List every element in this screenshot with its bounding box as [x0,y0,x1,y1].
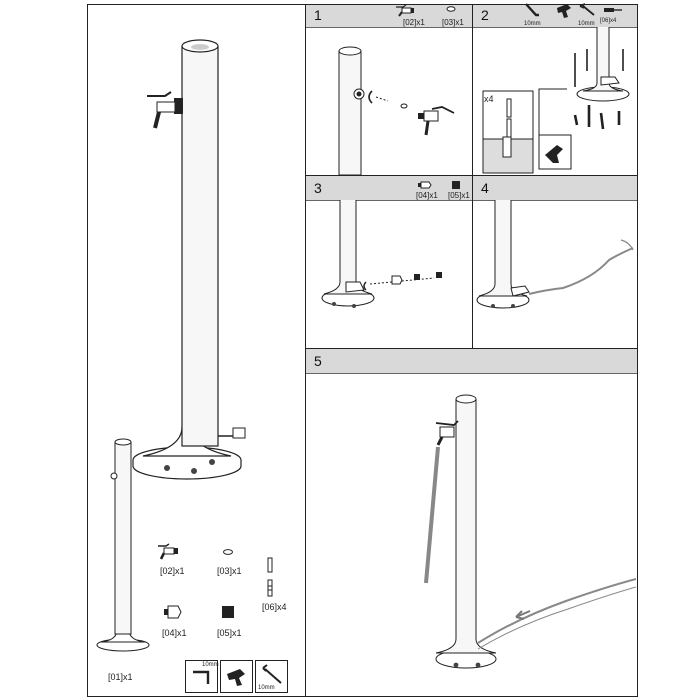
step-3-label-nut: [05]x1 [448,191,470,200]
step-4-illustration [476,200,634,309]
step-4-header [473,176,637,201]
step-number-5: 5 [314,353,322,369]
anchor-bolt-icon [604,8,622,12]
anchor-bolt-icon [267,557,273,597]
step-1-label-tap: [02]x1 [403,18,425,27]
step-number-4: 4 [481,180,489,196]
connector-icon [418,181,432,189]
step-2-part-drill [552,2,578,28]
inventory-washer: [03]x1 [214,542,254,582]
tool-box-hex-key: 10mm [185,660,219,693]
step-2-header [473,5,637,28]
step-number-2: 2 [481,7,489,23]
connector-icon [164,605,182,619]
step-number-3: 3 [314,180,322,196]
inventory-label-tap: [02]x1 [160,566,185,576]
divider-horizontal-1 [306,175,637,176]
step-2-label-anchors: [06]x4 [600,18,617,24]
tap-icon [158,543,178,560]
tool-box-wrench: 10mm [255,660,288,693]
step-2-label-hex-key: 10mm [524,21,541,27]
nut-icon [222,606,234,618]
step-2-part-hex-key: 10mm [520,2,550,28]
step-2-illustration [482,27,630,174]
step-1-part-washer: [03]x1 [440,3,470,27]
drill-icon [227,669,245,686]
step-number-1: 1 [314,7,322,23]
inventory-nut: [05]x1 [214,602,254,642]
step-3-part-connector: [04]x1 [413,178,445,202]
hex-key-icon [525,3,539,17]
inventory-connector: [04]x1 [160,602,200,642]
tool-box-drill [220,660,253,693]
step-5-illustration [424,394,637,669]
step-3-header [306,176,473,201]
drill-icon [557,4,571,18]
step-2-detail-count: x4 [484,94,494,104]
washer-icon [223,549,233,555]
inventory-label-connector: [04]x1 [162,628,187,638]
step-5-header [306,349,637,374]
step-3-part-nut: [05]x1 [445,178,473,202]
tool-label-hex-key-size: 10mm [202,662,219,668]
wrench-icon [579,3,595,16]
step-2-part-anchors: [06]x4 [600,2,634,28]
step-1-part-tap: [02]x1 [393,3,425,27]
step-1-illustration [338,46,455,175]
step-2-label-wrench: 10mm [578,21,595,27]
inventory-label-washer: [03]x1 [217,566,242,576]
tap-icon [396,4,414,17]
tool-label-wrench-size: 10mm [258,685,275,691]
wrench-icon [262,664,282,684]
assembled-fountain-illustration [132,39,246,480]
hex-key-icon [193,670,210,684]
washer-icon [446,6,456,12]
inventory-tap: [02]x1 [156,542,196,582]
divider-horizontal-2 [306,348,637,349]
parts-label-post: [01]x1 [108,672,133,682]
inventory-label-nut: [05]x1 [217,628,242,638]
step-2-part-wrench: 10mm [576,2,600,28]
step-1-header [306,5,473,28]
step-3-illustration [321,200,442,308]
divider-vertical-top [472,5,473,349]
step-3-label-connector: [04]x1 [416,191,438,200]
inventory-label-anchors: [06]x4 [262,602,287,612]
inventory-anchors: [06]x4 [260,556,300,616]
nut-icon [452,181,460,189]
post-part-illustration [96,438,150,652]
step-1-label-washer: [03]x1 [442,18,464,27]
right-panel-frame [305,4,638,697]
